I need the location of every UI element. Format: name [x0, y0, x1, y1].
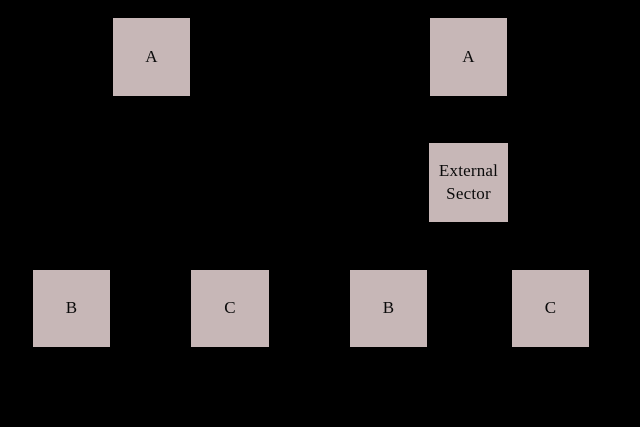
- node-label: External Sector: [438, 161, 499, 203]
- node-right-a[interactable]: A: [430, 18, 507, 96]
- node-label: C: [544, 298, 557, 318]
- node-label: A: [145, 46, 158, 66]
- node-external[interactable]: External Sector: [429, 143, 508, 222]
- node-label: B: [382, 298, 395, 318]
- node-label: B: [65, 298, 78, 318]
- node-left-a[interactable]: A: [113, 18, 190, 96]
- node-right-c[interactable]: C: [512, 270, 589, 347]
- node-right-b[interactable]: B: [350, 270, 427, 347]
- node-left-c[interactable]: C: [191, 270, 269, 347]
- node-label: A: [462, 46, 475, 66]
- node-left-b[interactable]: B: [33, 270, 110, 347]
- node-label: C: [224, 298, 236, 318]
